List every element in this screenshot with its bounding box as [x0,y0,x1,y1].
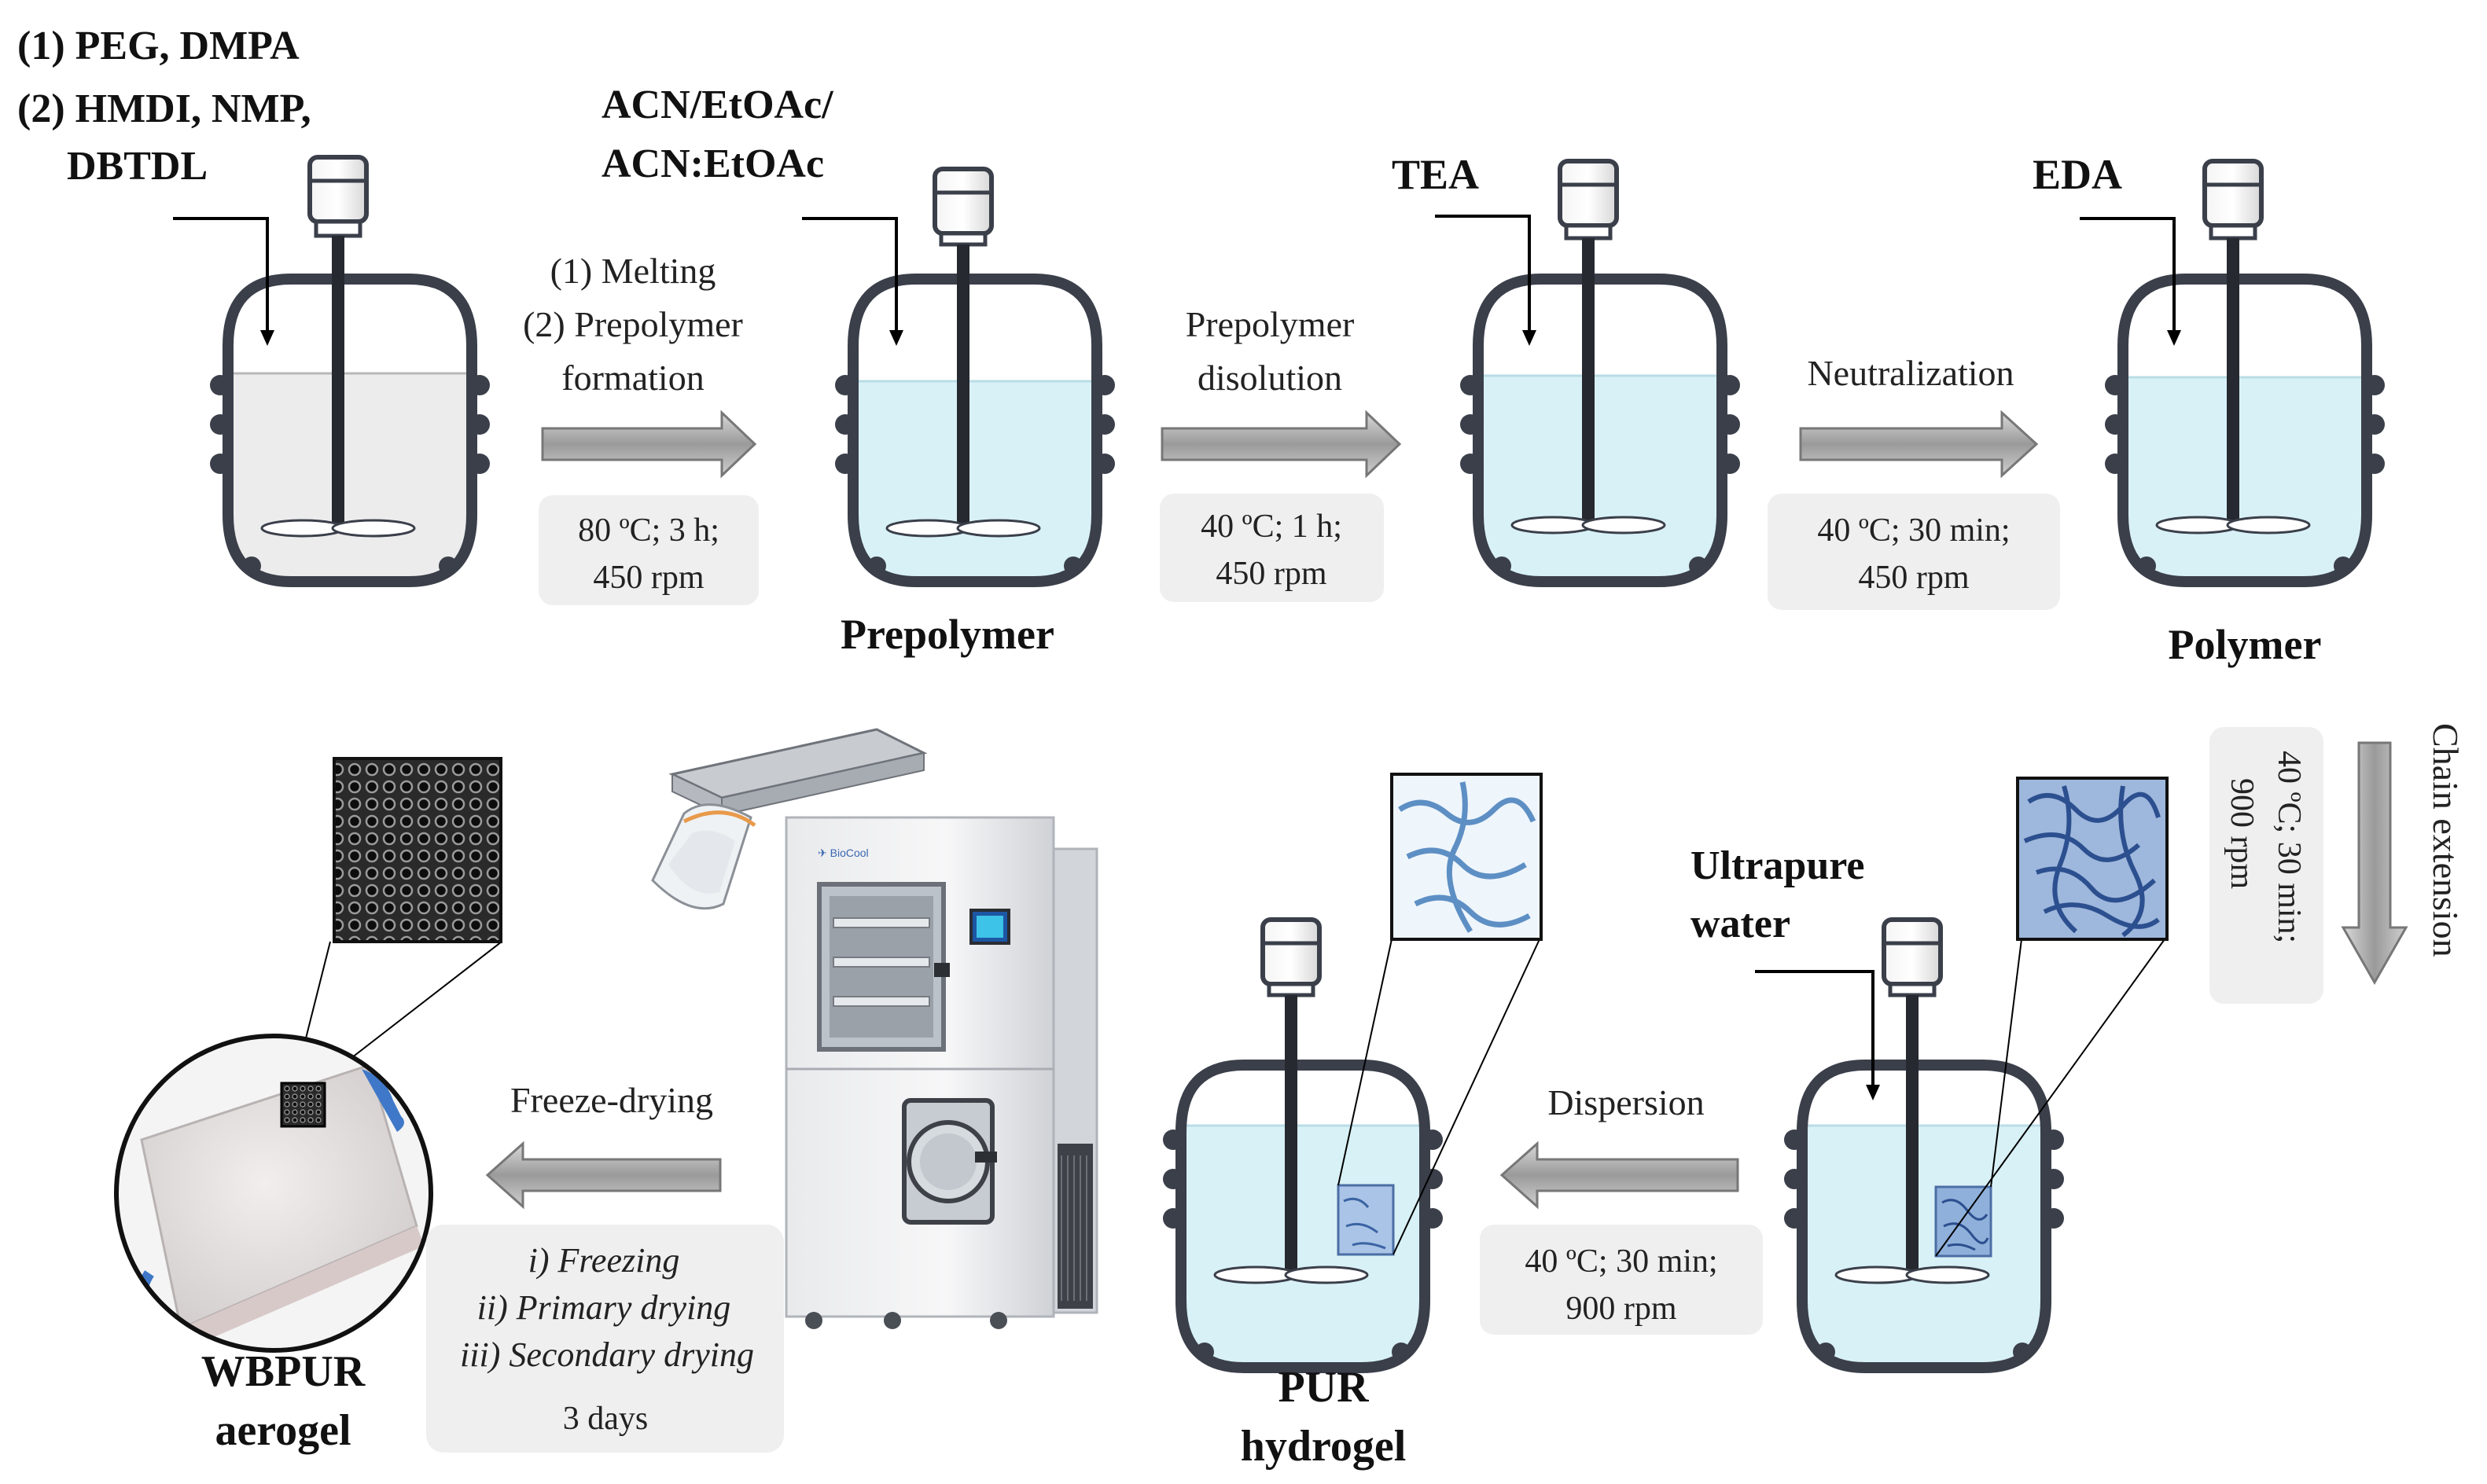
arrow-melting [541,410,757,479]
polymer-chains-inset-dense [1935,777,2169,1257]
reactor-3 [1435,159,1740,587]
cond-box-4 [2209,727,2323,1004]
cond-2-line-2: 450 rpm [1216,556,1326,592]
sem-micrograph-inset [284,757,502,1123]
product-polymer: Polymer [2169,621,2322,668]
step-dissolution-label-2: disolution [1198,358,1342,398]
reagent-tea: TEA [1392,151,1479,198]
cond-4-line-1: 40 ºC; 30 min; [2271,751,2307,943]
product-prepolymer: Prepolymer [841,611,1054,658]
svg-text:✈ BioCool: ✈ BioCool [818,847,869,859]
cond-box-6 [426,1225,784,1453]
cond-3-line-2: 450 rpm [1858,560,1969,596]
arrow-freeze-drying [485,1141,722,1210]
cond-6-secondary-drying: iii) Secondary drying [460,1335,754,1374]
arrow-dispersion [1499,1141,1739,1210]
cond-2-line-1: 40 ºC; 1 h; [1201,509,1342,545]
cond-5-line-2: 900 rpm [1565,1291,1676,1327]
step-dispersion-label: Dispersion [1547,1082,1704,1122]
step-melting-label-2: (2) Prepolymer [523,304,743,344]
cond-box-5 [1480,1225,1763,1335]
reagent-hmdi-nmp: (2) HMDI, NMP, [17,86,311,131]
arrow-dissolution [1161,410,1402,479]
step-chain-extension-label: Chain extension [2426,723,2466,957]
arrow-chain-extension [2341,741,2408,986]
cond-4-line-2: 900 rpm [2224,778,2260,889]
arrow-neutralization [1799,410,2039,479]
freeze-dryer: ✈ BioCool [651,728,1098,1329]
reagent-eda: EDA [2033,151,2122,198]
tray-and-beaker [651,728,928,910]
cond-5-line-1: 40 ºC; 30 min; [1525,1243,1717,1280]
reactor-6 [1163,917,1443,1373]
cond-box-1 [539,495,759,605]
reactor-2 [802,167,1115,587]
step-melting-label-1: (1) Melting [550,251,716,291]
cond-6-primary-drying: ii) Primary drying [477,1288,731,1327]
step-melting-label-3: formation [561,358,704,398]
cond-1-line-1: 80 ºC; 3 h; [578,512,719,549]
cond-6-duration: 3 days [563,1401,649,1437]
product-pur: PUR [1278,1363,1369,1412]
step-dissolution-label-1: Prepolymer [1186,304,1355,344]
reagent-dbtdl: DBTDL [67,144,208,189]
aerogel-photo [114,1034,433,1353]
cond-1-line-2: 450 rpm [593,560,704,596]
product-aerogel: aerogel [215,1406,351,1455]
reactor-4 [2080,159,2385,587]
product-wbpur: WBPUR [201,1347,366,1396]
polymer-chains-inset-sparse [1337,773,1543,1255]
cond-box-3 [1768,494,2060,610]
reagent-acn-etoac-mix: ACN:EtOAc [602,141,824,186]
step-freeze-drying-label: Freeze-drying [510,1080,713,1120]
cond-3-line-1: 40 ºC; 30 min; [1817,512,2010,549]
cond-6-freezing: i) Freezing [528,1241,680,1280]
reagent-acn-etoac: ACN/EtOAc/ [602,83,833,127]
product-hydrogel: hydrogel [1241,1422,1407,1471]
reagent-water: water [1690,902,1790,946]
reagent-ultrapure: Ultrapure [1690,843,1864,888]
cond-box-2 [1160,494,1384,602]
reagent-peg-dmpa: (1) PEG, DMPA [17,24,300,68]
reactor-1 [173,155,490,587]
step-neutralization-label: Neutralization [1807,353,2014,393]
